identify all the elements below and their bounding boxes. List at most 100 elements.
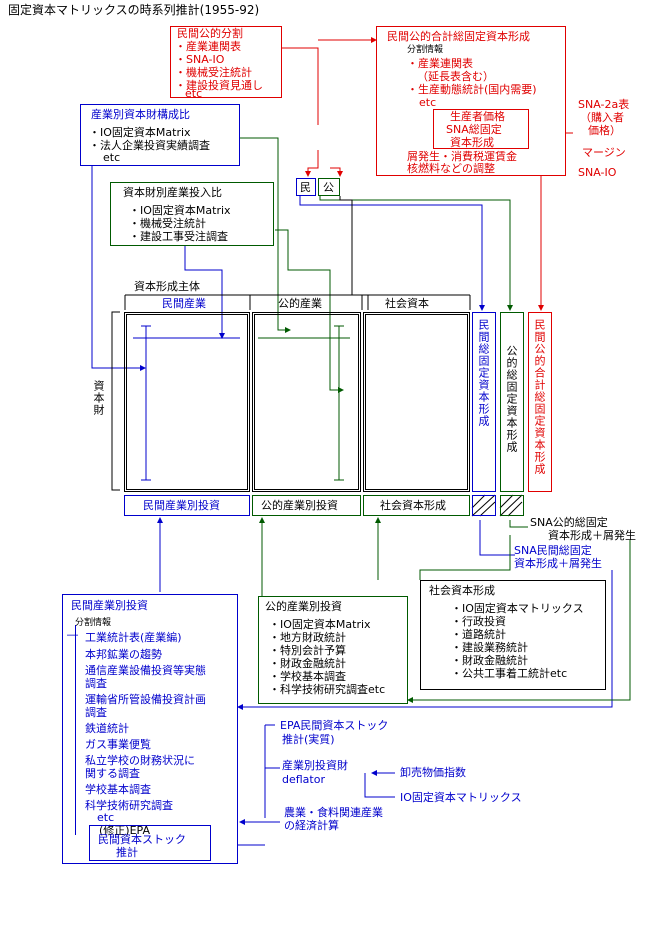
capital-goods-ratio-item: ・機械受注統計 bbox=[129, 217, 206, 230]
red-right-item: （延長表含む） bbox=[417, 70, 494, 83]
hatch-private bbox=[472, 495, 496, 516]
public-box-item: ・IO固定資本Matrix bbox=[269, 618, 371, 631]
red-left-item: ・産業連関表 bbox=[175, 40, 241, 53]
epa-line: 民間資本ストック bbox=[98, 833, 186, 846]
epa-stock-line: EPA民間資本ストック bbox=[280, 719, 389, 732]
social-box-item: ・公共工事着工統計etc bbox=[451, 667, 568, 680]
public-box-item: ・学校基本調査 bbox=[269, 670, 346, 683]
v-public-box: 公的総固定資本形成 bbox=[500, 312, 524, 492]
red-right-etc: etc bbox=[419, 96, 437, 109]
private-box-rail bbox=[75, 625, 76, 835]
red-left-box: 民間公的分割 ・産業連関表 ・SNA-IO ・機械受注統計 ・建設投資見通し e… bbox=[170, 26, 282, 100]
capital-goods-ratio-item: ・IO固定資本Matrix bbox=[129, 204, 231, 217]
red-left-title: 民間公的分割 bbox=[177, 27, 243, 40]
v-public-label: 公的総固定資本形成 bbox=[505, 345, 518, 453]
social-box-item: ・行政投資 bbox=[451, 615, 506, 628]
red-right-item: ・生産動態統計(国内需要) bbox=[407, 83, 537, 96]
red-left-item: ・建設投資見通し bbox=[175, 79, 263, 92]
private-box-item: 本邦鉱業の趨勢 bbox=[85, 648, 162, 661]
capital-goods-ratio-box: 資本財別産業投入比 ・IO固定資本Matrix ・機械受注統計 ・建設工事受注調… bbox=[110, 182, 274, 246]
public-box-item: ・財政金融統計 bbox=[269, 657, 346, 670]
sna-2a-line: 価格） bbox=[588, 124, 621, 137]
v-private-box: 民間総固定資本形成 bbox=[472, 312, 496, 492]
col-private-label: 民間産業 bbox=[162, 297, 206, 310]
bottom-public-label: 公的産業別投資 bbox=[261, 499, 338, 512]
v-total-label: 民間公的合計総固定資本形成 bbox=[533, 319, 546, 475]
bottom-private-label: 民間産業別投資 bbox=[143, 499, 220, 512]
sna-producer-line: 生産者価格 bbox=[450, 110, 505, 123]
red-right-note: 分割情報 bbox=[407, 45, 444, 55]
hatch-public bbox=[500, 495, 524, 516]
min-label: 民 bbox=[300, 181, 311, 194]
sna-public-note: 資本形成＋屑発生 bbox=[548, 529, 636, 542]
subject-label: 資本形成主体 bbox=[134, 280, 200, 293]
private-box-item: 学校基本調査 bbox=[85, 783, 151, 796]
sna-private-note: SNA民間総固定 bbox=[514, 544, 592, 557]
v-total-box: 民間公的合計総固定資本形成 bbox=[528, 312, 552, 492]
capital-goods-ratio-title: 資本財別産業投入比 bbox=[123, 186, 222, 199]
public-box-item: ・科学技術研究調査etc bbox=[269, 683, 386, 696]
private-box-item: 通信産業設備投資等実態 bbox=[85, 664, 206, 677]
bottom-private: 民間産業別投資 bbox=[124, 495, 250, 516]
epa-box: 民間資本ストック 推計 bbox=[89, 825, 211, 861]
red-left-etc: etc bbox=[185, 87, 203, 100]
matrix-cell-public bbox=[252, 312, 361, 492]
private-box-note: 分割情報 bbox=[75, 618, 112, 628]
private-box-item: 工業統計表(産業編) bbox=[85, 631, 182, 644]
deflator-line: deflator bbox=[282, 773, 325, 786]
private-box-item: 運輸省所管設備投資計画 bbox=[85, 693, 206, 706]
social-box: 社会資本形成 ・IO固定資本マトリックス ・行政投資 ・道路統計 ・建設業務統計… bbox=[420, 580, 606, 690]
sna-producer-line: 資本形成 bbox=[450, 136, 494, 149]
sna-2a-line: （購入者 bbox=[580, 111, 624, 124]
epa-line: (修正)EPA bbox=[99, 824, 150, 837]
private-box-item: 調査 bbox=[85, 677, 107, 690]
col-social-label: 社会資本 bbox=[385, 297, 429, 310]
bottom-public: 公的産業別投資 bbox=[252, 495, 361, 516]
sna-producer-box: 生産者価格 SNA総固定 資本形成 bbox=[433, 109, 529, 149]
public-box-item: ・地方財政統計 bbox=[269, 631, 346, 644]
page-title: 固定資本マトリックスの時系列推計(1955-92) bbox=[8, 3, 260, 17]
social-box-title: 社会資本形成 bbox=[429, 584, 495, 597]
private-box-title: 民間産業別投資 bbox=[71, 599, 148, 612]
red-right-bottom-line: 核燃料などの調整 bbox=[407, 162, 495, 175]
bottom-social-label: 社会資本形成 bbox=[380, 499, 446, 512]
ko-label: 公 bbox=[323, 181, 334, 194]
col-public-label: 公的産業 bbox=[278, 297, 322, 310]
red-right-box: 民間公的合計総固定資本形成 分割情報 ・産業連関表 （延長表含む） ・生産動態統… bbox=[376, 26, 566, 176]
epa-line: 推計 bbox=[116, 846, 138, 859]
social-box-item: ・道路統計 bbox=[451, 628, 506, 641]
wpi-label: 卸売物価指数 bbox=[400, 766, 466, 779]
io-matrix-label: IO固定資本マトリックス bbox=[400, 791, 522, 804]
red-left-item: ・機械受注統計 bbox=[175, 66, 252, 79]
industry-ratio-item: ・IO固定資本Matrix bbox=[89, 126, 191, 139]
private-box-etc: etc bbox=[97, 811, 115, 824]
sna-producer-line: SNA総固定 bbox=[446, 123, 502, 136]
min-box: 民 bbox=[296, 178, 316, 196]
private-box-item: 鉄道統計 bbox=[85, 722, 129, 735]
deflator-line: 産業別投資財 bbox=[282, 759, 348, 772]
industry-ratio-title: 産業別資本財構成比 bbox=[91, 108, 190, 121]
industry-ratio-etc: etc bbox=[103, 151, 121, 164]
sna-public-note: SNA公的総固定 bbox=[530, 516, 608, 529]
agri-line: 農業・食料関連産業 bbox=[284, 806, 383, 819]
sna-2a-line: SNA-2a表 bbox=[578, 98, 630, 111]
red-left-item: ・SNA-IO bbox=[175, 53, 225, 66]
public-box-item: ・特別会計予算 bbox=[269, 644, 346, 657]
social-box-item: ・IO固定資本マトリックス bbox=[451, 602, 584, 615]
epa-stock-line: 推計(実質) bbox=[282, 733, 335, 746]
private-box-item: 科学技術研究調査 bbox=[85, 799, 173, 812]
private-box-item: ガス事業便覧 bbox=[85, 738, 151, 751]
ko-box: 公 bbox=[318, 178, 340, 196]
private-box-item: 調査 bbox=[85, 706, 107, 719]
agri-line: の経済計算 bbox=[284, 819, 339, 832]
margin-label: マージン bbox=[582, 146, 626, 159]
capital-goods-ratio-item: ・建設工事受注調査 bbox=[129, 230, 228, 243]
social-box-item: ・建設業務統計 bbox=[451, 641, 528, 654]
industry-ratio-box: 産業別資本財構成比 ・IO固定資本Matrix ・法人企業投資実績調査 etc bbox=[80, 104, 240, 166]
sna-private-note: 資本形成＋屑発生 bbox=[514, 557, 602, 570]
bottom-social: 社会資本形成 bbox=[363, 495, 470, 516]
public-box-title: 公的産業別投資 bbox=[265, 600, 342, 613]
red-right-title: 民間公的合計総固定資本形成 bbox=[387, 30, 530, 43]
private-box-item: 関する調査 bbox=[85, 767, 140, 780]
